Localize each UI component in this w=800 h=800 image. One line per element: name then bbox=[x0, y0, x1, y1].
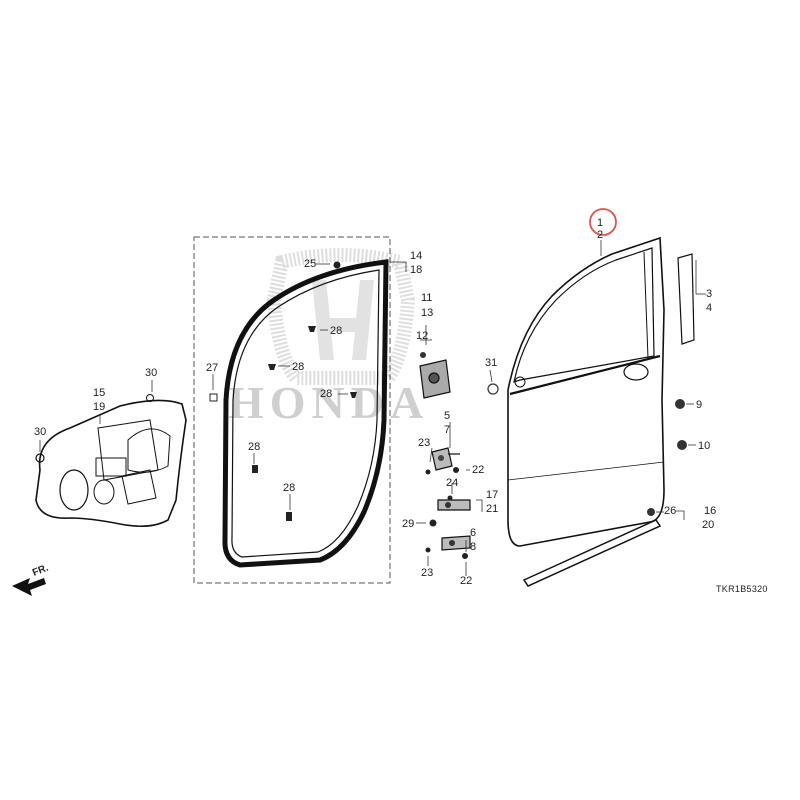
callout-27: 27 bbox=[206, 362, 218, 374]
callout-30-b: 30 bbox=[145, 367, 157, 379]
callout-15: 15 bbox=[93, 387, 105, 399]
callout-31: 31 bbox=[485, 357, 497, 369]
callout-12: 12 bbox=[416, 330, 428, 342]
callout-14: 14 bbox=[410, 250, 422, 262]
callout-13: 13 bbox=[421, 307, 433, 319]
watermark-brand: HONDA bbox=[228, 377, 429, 428]
door-molding bbox=[522, 519, 662, 587]
callout-5: 5 bbox=[444, 410, 450, 422]
callout-6: 6 bbox=[470, 527, 476, 539]
callout-22-a: 22 bbox=[472, 464, 484, 476]
callout-29: 29 bbox=[402, 518, 414, 530]
callout-28-b: 28 bbox=[292, 361, 304, 373]
callout-20: 20 bbox=[702, 519, 714, 531]
callout-28-c: 28 bbox=[320, 388, 332, 400]
callout-23-b: 23 bbox=[421, 567, 433, 579]
front-direction-label: FR. bbox=[31, 562, 50, 578]
callout-10: 10 bbox=[698, 440, 710, 452]
bolts bbox=[425, 467, 468, 559]
diagram-code: TKR1B5320 bbox=[716, 584, 768, 594]
seal-assembly-box bbox=[193, 236, 391, 584]
callout-21: 21 bbox=[486, 503, 498, 515]
callout-labels: 1 2 3 4 5 6 7 8 9 10 11 12 13 14 15 16 1… bbox=[34, 217, 716, 587]
callout-9: 9 bbox=[696, 399, 702, 411]
callout-8: 8 bbox=[470, 541, 476, 553]
door-hinges bbox=[419, 352, 471, 551]
callout-22-b: 22 bbox=[460, 575, 472, 587]
callout-28-a: 28 bbox=[330, 325, 342, 337]
highlight-ring bbox=[589, 208, 617, 236]
clip-30-left bbox=[35, 453, 45, 463]
leader-lines bbox=[39, 240, 706, 576]
door-inner-panel bbox=[35, 394, 187, 528]
front-door-skin bbox=[507, 236, 665, 547]
front-direction-arrow bbox=[12, 578, 46, 596]
callout-24: 24 bbox=[446, 477, 458, 489]
callout-17: 17 bbox=[486, 489, 498, 501]
pillar-garnish bbox=[677, 253, 695, 345]
watermark-logo bbox=[266, 248, 416, 385]
callout-28-d: 28 bbox=[248, 441, 260, 453]
callout-23-a: 23 bbox=[418, 437, 430, 449]
callout-2: 2 bbox=[597, 229, 603, 241]
door-fasteners-right bbox=[487, 383, 687, 516]
callout-16: 16 bbox=[704, 505, 716, 517]
callout-3: 3 bbox=[706, 288, 712, 300]
callout-19: 19 bbox=[93, 401, 105, 413]
callout-28-e: 28 bbox=[283, 482, 295, 494]
callout-11: 11 bbox=[421, 292, 432, 304]
callout-18: 18 bbox=[410, 264, 422, 276]
callout-7: 7 bbox=[444, 424, 450, 436]
door-weatherstrip bbox=[222, 259, 389, 568]
callout-1: 1 bbox=[597, 217, 603, 229]
callout-4: 4 bbox=[706, 302, 712, 314]
callout-26: 26 bbox=[664, 505, 676, 517]
callout-25: 25 bbox=[304, 258, 316, 270]
callout-30-a: 30 bbox=[34, 426, 46, 438]
seal-clips bbox=[209, 261, 357, 521]
